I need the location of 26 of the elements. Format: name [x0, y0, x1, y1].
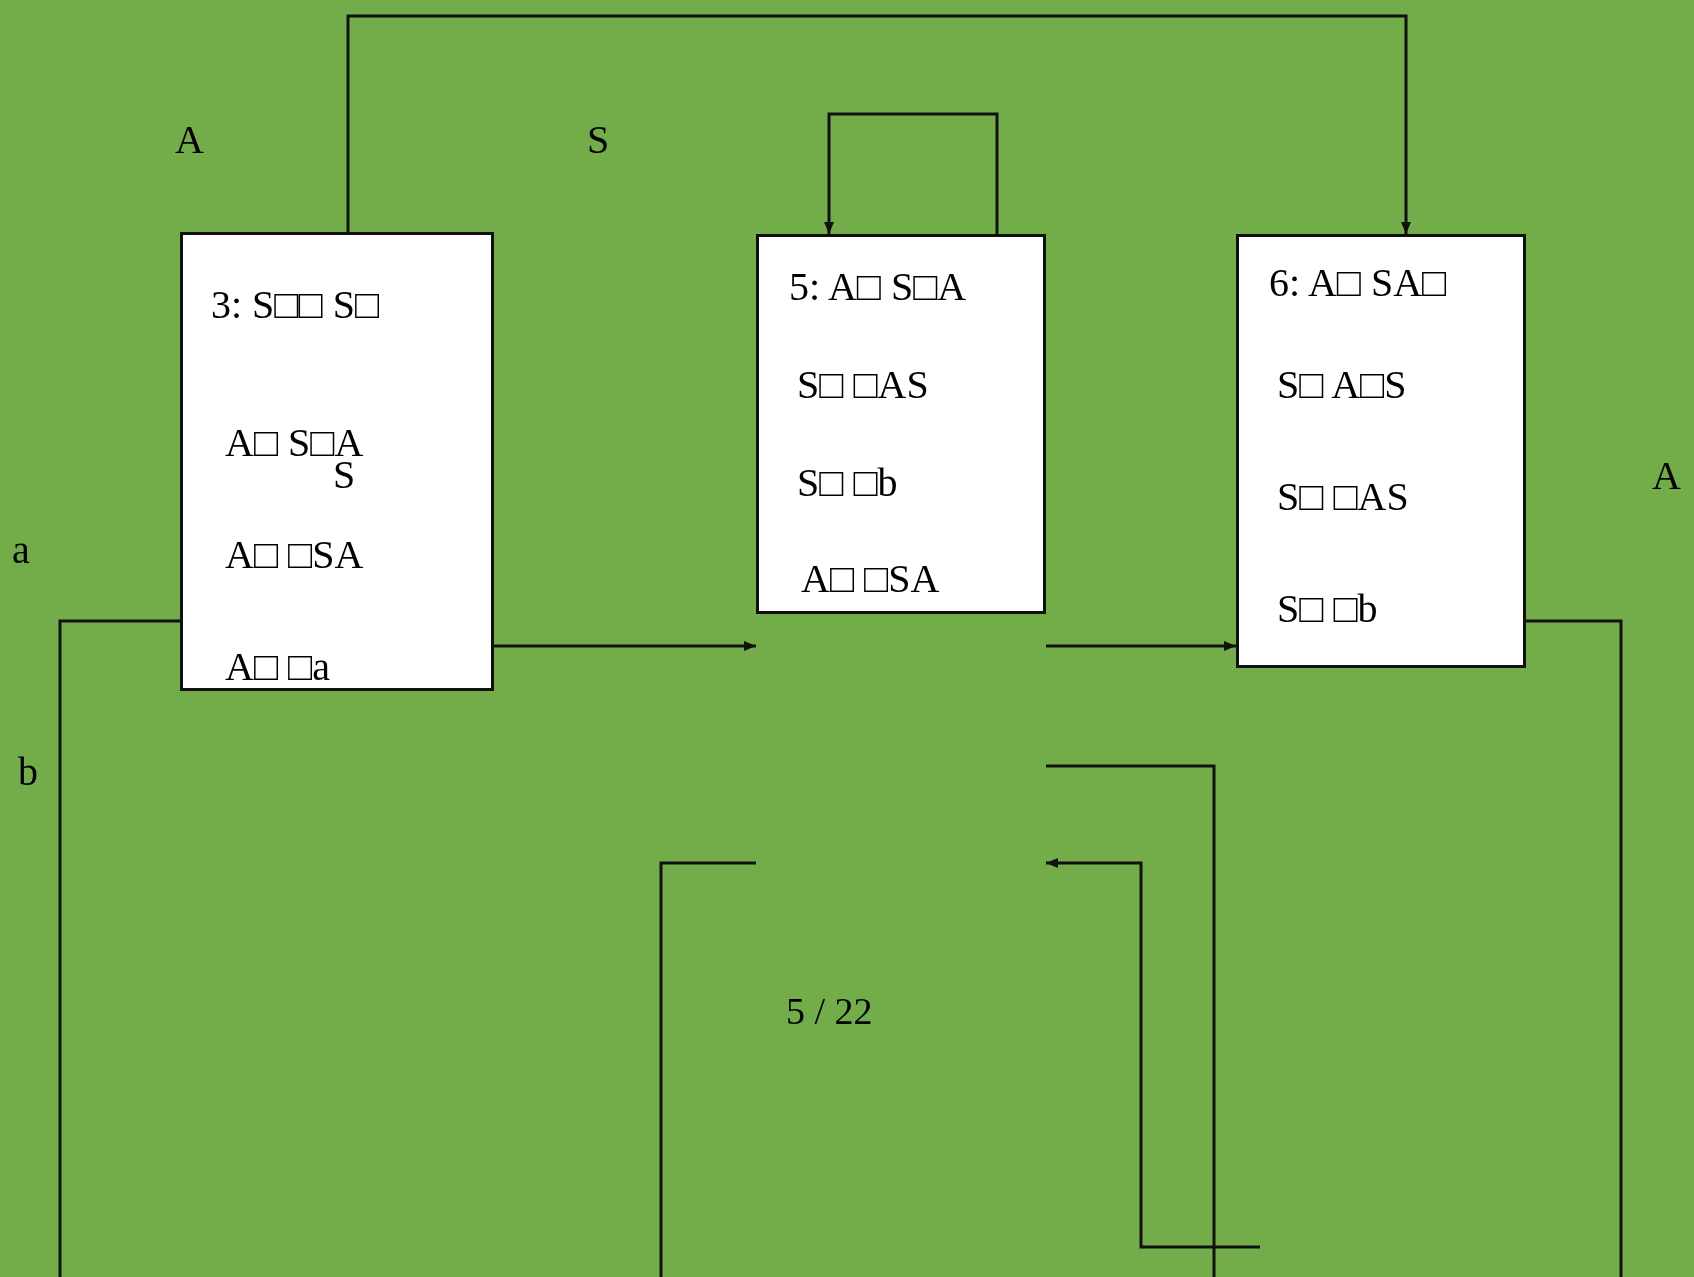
item-text: A□ □SA	[801, 559, 940, 599]
symbol-label: b	[18, 752, 38, 792]
arrow	[1046, 641, 1236, 651]
item-text: A□ □SA	[225, 535, 364, 575]
item-text: S□ □b	[797, 463, 898, 503]
item-text: S□ □b	[1277, 589, 1378, 629]
state-box	[180, 232, 494, 691]
item-text: 6: A□ SA□	[1269, 263, 1447, 303]
item-text: S□ □AS	[797, 365, 929, 405]
symbol-label: S	[587, 120, 610, 160]
state-box	[756, 234, 1046, 614]
connector-line	[58, 619, 180, 1277]
arrow	[346, 14, 1411, 234]
arrow	[824, 112, 999, 234]
connector-line	[1526, 619, 1623, 1277]
page-number: 5 / 22	[786, 992, 873, 1030]
item-text: S□ □AS	[1277, 477, 1409, 517]
symbol-label: A	[1652, 456, 1681, 496]
symbol-label: A	[175, 120, 204, 160]
item-text: 5: A□ S□A	[789, 267, 967, 307]
state-box	[1236, 234, 1526, 668]
item-text: 3: S□□ S□	[211, 285, 380, 325]
arrow	[494, 641, 756, 651]
symbol-label: a	[12, 530, 30, 570]
item-text: A□ □a	[225, 647, 330, 687]
item-text: S□ A□S	[1277, 365, 1407, 405]
